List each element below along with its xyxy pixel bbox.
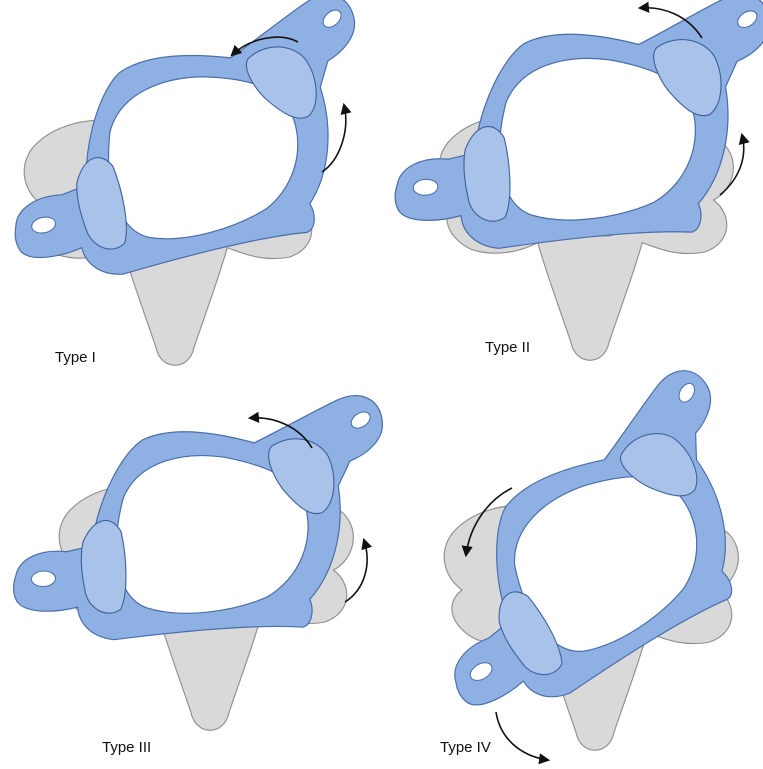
panel-type-1: Type I xyxy=(0,0,396,366)
atlas-vertebra xyxy=(374,361,763,741)
panel-type-4: Type IV xyxy=(374,361,763,760)
panel-label: Type III xyxy=(102,739,151,756)
panel-label: Type IV xyxy=(440,739,491,756)
rotation-arrow-icon xyxy=(496,712,548,760)
panel-type-2: Type II xyxy=(383,0,763,360)
panel-type-3: Type III xyxy=(4,394,393,756)
panel-label: Type I xyxy=(55,349,96,366)
panel-label: Type II xyxy=(485,339,530,356)
